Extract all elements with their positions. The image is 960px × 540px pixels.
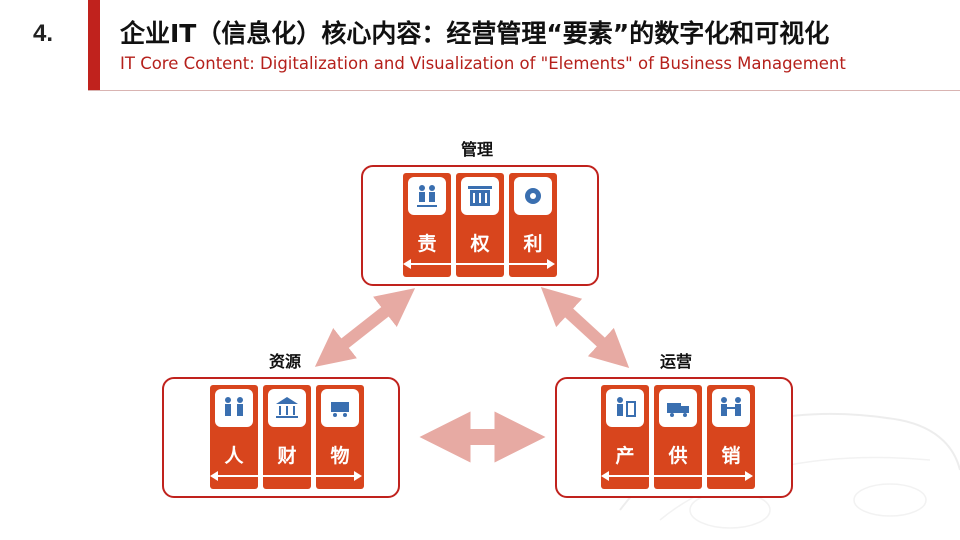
arrow-management-operations — [540, 287, 630, 368]
gear-icon — [514, 177, 552, 215]
group-frame-operations: 产 供 销 — [555, 377, 793, 498]
group-frame-resources: 人 财 物 — [162, 377, 400, 498]
header — [0, 0, 960, 92]
page-subtitle: IT Core Content: Digitalization and Visu… — [120, 54, 846, 73]
tile-benefit: 利 — [509, 173, 557, 277]
tile-finance: 财 — [263, 385, 311, 489]
item-label-benefit: 利 — [523, 233, 543, 255]
item-label-supply: 供 — [668, 445, 688, 467]
item-label-sales: 销 — [721, 445, 741, 467]
truck-icon — [659, 389, 697, 427]
cart-icon — [321, 389, 359, 427]
double-arrow-icon — [601, 471, 753, 481]
double-arrow-icon — [403, 259, 555, 269]
page-title: 企业IT（信息化）核心内容：经营管理“要素”的数字化和可视化 — [120, 19, 830, 48]
header-divider — [88, 90, 960, 91]
people-icon — [215, 389, 253, 427]
group-label-resources: 资源 — [269, 352, 302, 371]
people-icon — [408, 177, 446, 215]
accent-bar — [88, 0, 100, 90]
item-label-production: 产 — [615, 445, 635, 467]
group-label-management: 管理 — [461, 140, 494, 159]
group-frame-management: 责 权 利 — [361, 165, 599, 286]
tile-supply: 供 — [654, 385, 702, 489]
tile-sales: 销 — [707, 385, 755, 489]
bank-icon — [268, 389, 306, 427]
double-arrow-icon — [210, 471, 362, 481]
factory-worker-icon — [606, 389, 644, 427]
item-label-authority: 权 — [470, 233, 490, 255]
section-number: 4. — [33, 20, 54, 47]
item-label-people: 人 — [224, 445, 244, 467]
group-label-operations: 运营 — [660, 352, 693, 371]
handshake-icon — [712, 389, 750, 427]
building-icon — [461, 177, 499, 215]
arrow-management-resources — [314, 288, 416, 367]
item-label-materials: 物 — [330, 445, 350, 467]
item-label-responsibility: 责 — [417, 233, 437, 255]
tile-materials: 物 — [316, 385, 364, 489]
tile-authority: 权 — [456, 173, 504, 277]
tile-production: 产 — [601, 385, 649, 489]
tile-responsibility: 责 — [403, 173, 451, 277]
item-label-finance: 财 — [277, 445, 297, 467]
